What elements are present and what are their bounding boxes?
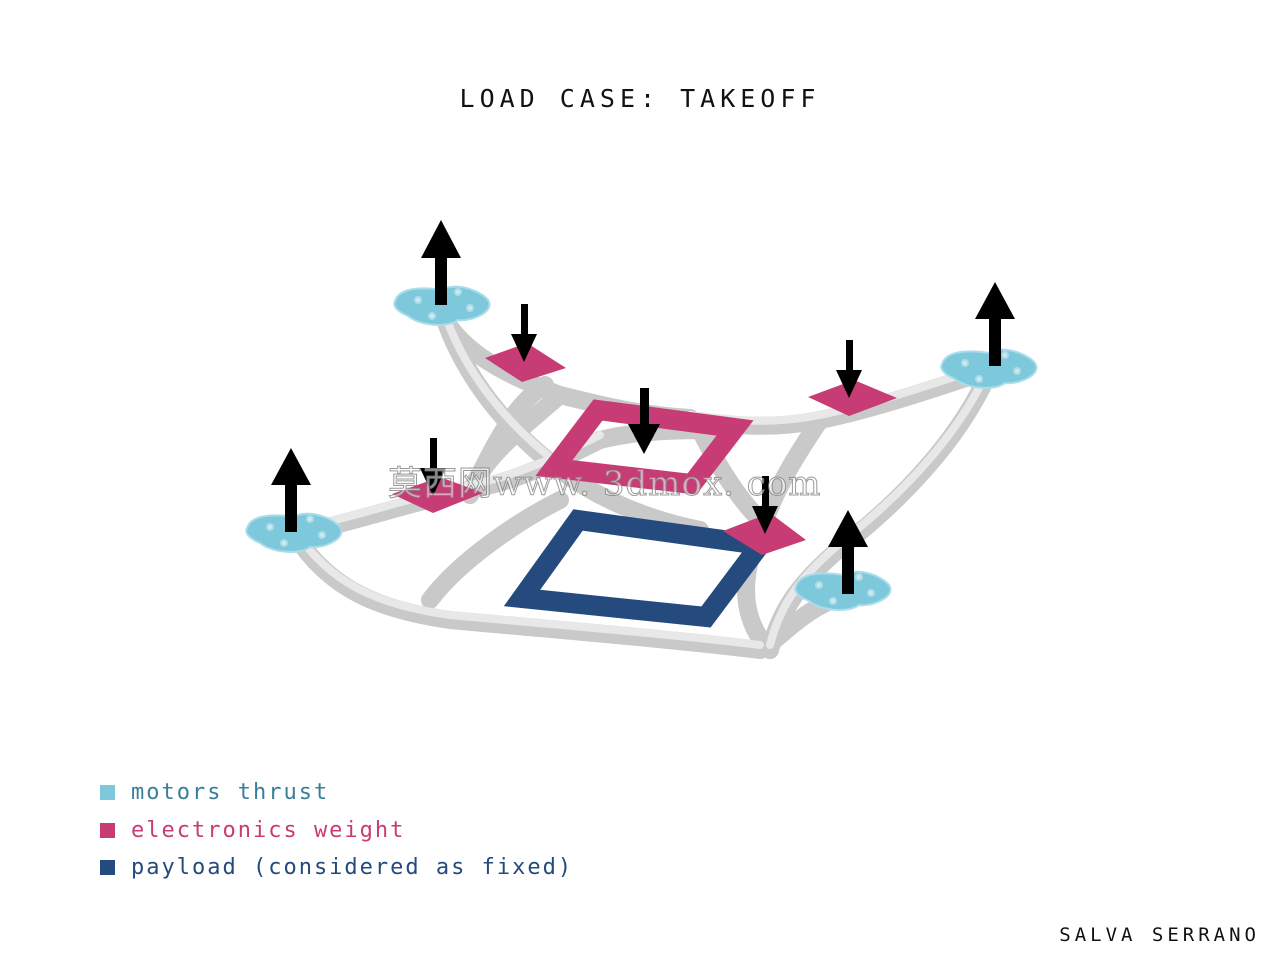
electronics-pad-3 xyxy=(808,380,897,416)
watermark-text: 莫西网www. 3dmox. com xyxy=(388,464,822,505)
electronics-pads xyxy=(392,343,897,555)
motor-pad-right xyxy=(940,348,1038,389)
legend-swatch-payload xyxy=(100,860,115,876)
weight-arrow-2 xyxy=(420,438,446,496)
payload-frame xyxy=(503,509,779,628)
electronics-pad-1 xyxy=(485,343,566,382)
weight-arrow-center xyxy=(628,388,660,454)
electronics-pad-4 xyxy=(723,513,806,555)
legend-swatch-motors xyxy=(100,785,115,801)
motor-pad-top-left xyxy=(393,285,491,326)
legend-item-motors: motors thrust xyxy=(100,774,573,812)
legend-swatch-electronics xyxy=(100,822,115,838)
weight-arrow-3 xyxy=(836,340,862,398)
diagram-title: LOAD CASE: TAKEOFF xyxy=(459,84,821,113)
legend-label-electronics: electronics weight xyxy=(131,817,406,843)
legend-label-motors: motors thrust xyxy=(131,780,330,806)
legend-item-payload: payload (considered as fixed) xyxy=(100,849,573,887)
author-credit: SALVA SERRANO xyxy=(1059,924,1260,946)
thrust-arrow-bottom-right xyxy=(828,510,868,594)
electronics-frame-center xyxy=(535,399,754,495)
weight-arrow-1 xyxy=(511,304,537,362)
thrust-arrows xyxy=(271,220,1015,594)
legend-item-electronics: electronics weight xyxy=(100,812,573,850)
thrust-arrow-top-left xyxy=(421,220,461,305)
weight-arrow-4 xyxy=(752,476,778,534)
legend-label-payload: payload (considered as fixed) xyxy=(131,855,574,881)
thrust-arrow-left xyxy=(271,448,311,532)
legend: motors thrust electronics weight payload… xyxy=(100,774,573,887)
thrust-arrow-right xyxy=(975,282,1015,366)
electronics-pad-2 xyxy=(392,477,483,513)
motor-pads xyxy=(245,285,1038,611)
weight-arrows xyxy=(420,304,862,534)
